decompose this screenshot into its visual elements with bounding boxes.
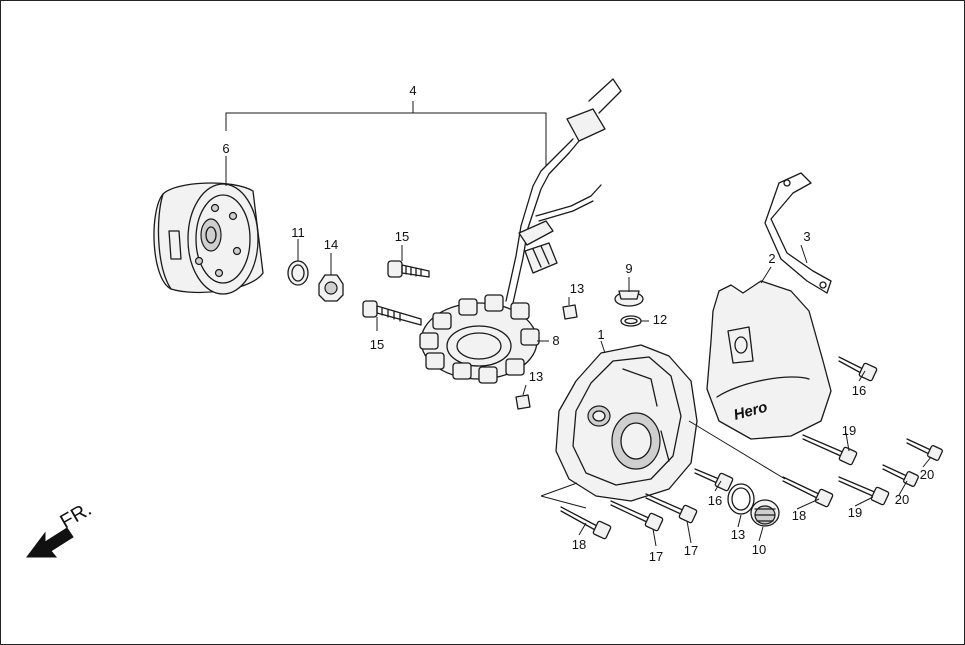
bolt-part-19-lower [838, 476, 890, 506]
bracket-part-3 [764, 172, 832, 294]
gasket-part-13 [727, 483, 755, 515]
callout-17-left: 17 [649, 549, 663, 564]
callout-19-upper: 19 [842, 423, 856, 438]
bolt-part-16-lower [694, 468, 734, 492]
callout-13-lower: 13 [529, 369, 543, 384]
callout-13-upper: 13 [570, 281, 584, 296]
callout-18-left: 18 [572, 537, 586, 552]
stator-bolt-upper [387, 260, 430, 278]
plug-cap-part-10 [750, 499, 780, 527]
callout-19-lower: 19 [848, 505, 862, 520]
callout-15-upper: 15 [395, 229, 409, 244]
flange-nut-part-14 [318, 274, 344, 302]
callout-17-right: 17 [684, 543, 698, 558]
callout-14: 14 [324, 237, 338, 252]
callout-9: 9 [625, 261, 632, 276]
callout-12: 12 [653, 312, 667, 327]
leader-lines [225, 101, 932, 547]
bolt-part-19-upper [802, 434, 858, 466]
callout-2: 2 [768, 251, 775, 266]
front-direction-indicator: FR. [26, 498, 96, 558]
dowel-pin-lower [515, 394, 531, 410]
front-direction-label: FR. [57, 498, 96, 533]
callout-18-right: 18 [792, 508, 806, 523]
washer-part-11 [287, 260, 309, 286]
callout-13-gasket: 13 [731, 527, 745, 542]
flywheel-rotor [153, 182, 264, 295]
callout-20-upper: 20 [920, 467, 934, 482]
bolt-part-18-left [560, 506, 612, 540]
front-arrow-icon [26, 527, 74, 558]
bolt-part-20-lower [882, 464, 919, 487]
callout-6: 6 [222, 141, 229, 156]
bolt-part-16-upper [838, 356, 878, 382]
crankcase-cover-part-1 [555, 344, 698, 502]
dowel-pin-upper [562, 304, 578, 320]
callout-15-lower: 15 [370, 337, 384, 352]
bolt-part-17-right [645, 493, 698, 524]
o-ring-part-12 [620, 315, 642, 327]
callout-20-lower: 20 [895, 492, 909, 507]
callout-4: 4 [409, 83, 416, 98]
callout-11: 11 [291, 225, 305, 240]
callout-1: 1 [597, 327, 604, 342]
callout-8: 8 [552, 333, 559, 348]
callout-numbers: 4 6 11 14 15 15 8 13 13 9 12 1 2 3 16 16… [222, 83, 934, 564]
callout-3: 3 [803, 229, 810, 244]
outer-cover-part-2: Hero [706, 280, 832, 440]
bolt-part-17-left [610, 500, 664, 532]
bolt-part-18-right [782, 476, 834, 508]
stator-coil [419, 78, 622, 384]
stator-bolt-lower [362, 300, 422, 326]
callout-16-right: 16 [852, 383, 866, 398]
bolt-part-20-upper [906, 438, 943, 461]
cap-plug-part-9 [614, 290, 644, 307]
callout-10: 10 [752, 542, 766, 557]
callout-16-lower: 16 [708, 493, 722, 508]
